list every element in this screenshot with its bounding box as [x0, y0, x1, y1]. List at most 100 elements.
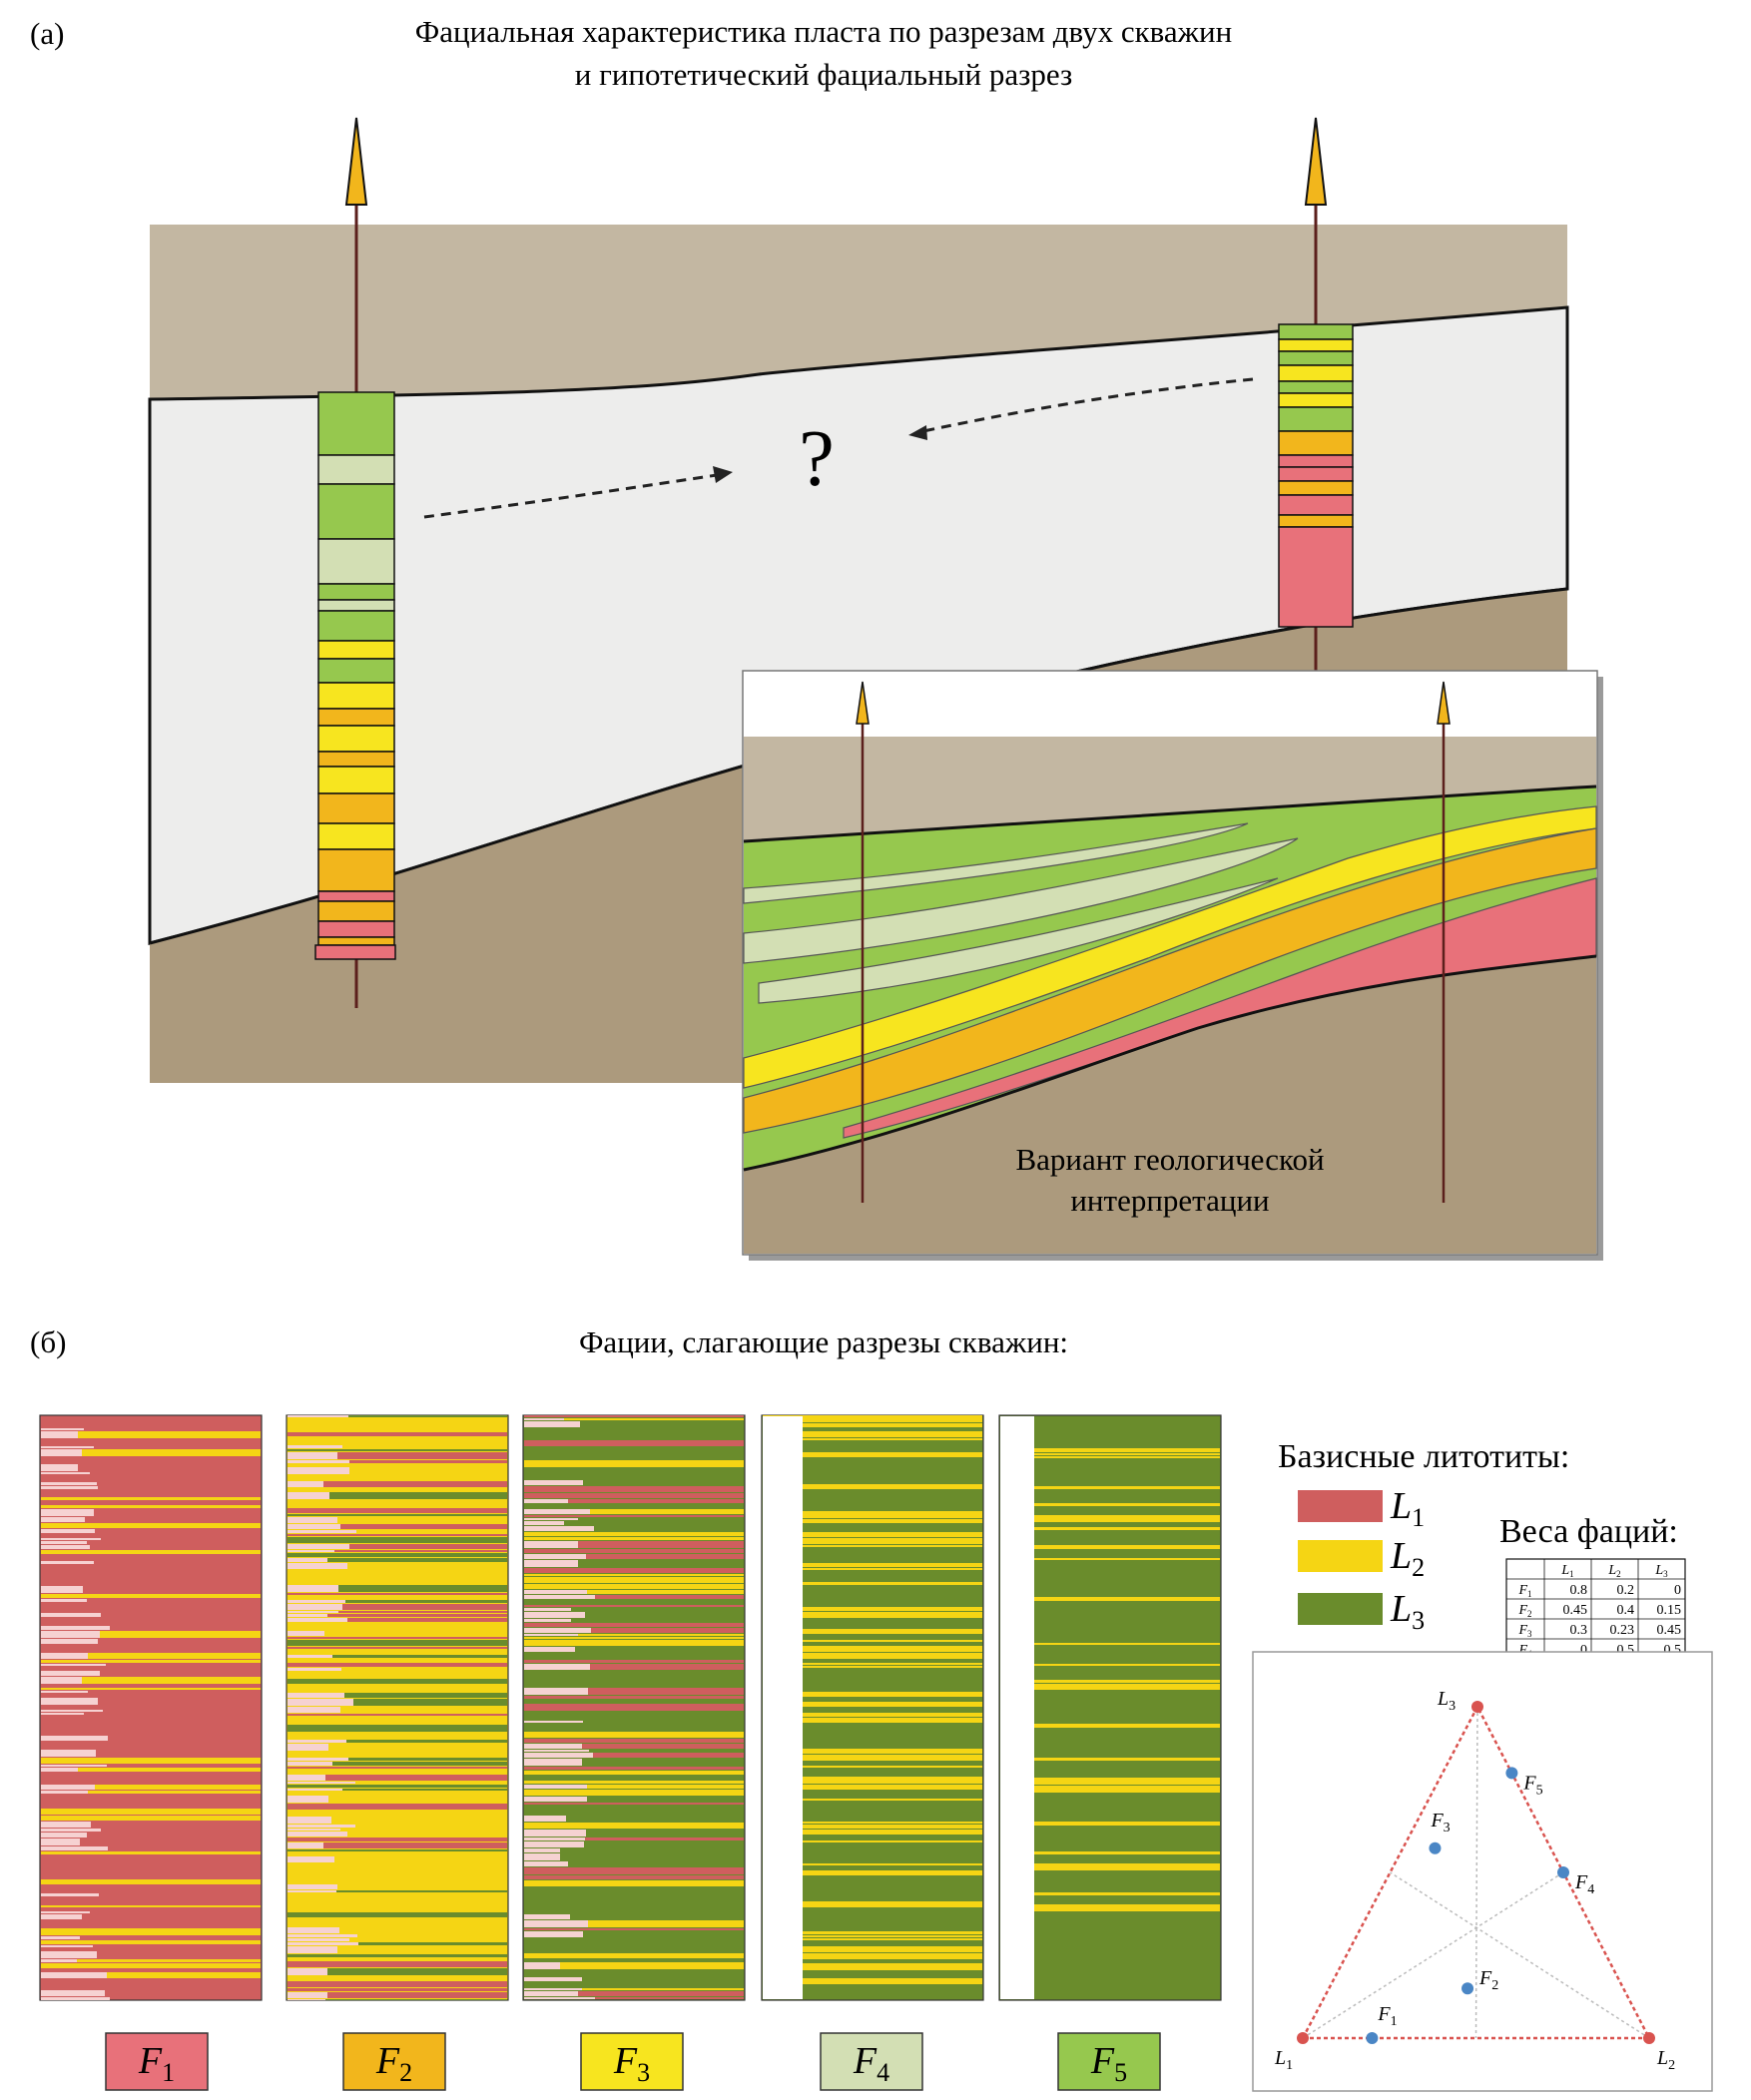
log-interval — [317, 454, 395, 485]
facies-label-letter: F — [138, 2040, 163, 2082]
log-layer — [288, 1714, 507, 1716]
weights-row-header: F2 — [1517, 1603, 1531, 1619]
log-layer-margin — [288, 1999, 325, 2000]
facies-log-f5 — [998, 1414, 1222, 2001]
facies-legend-item: F2 — [342, 2032, 446, 2091]
log-interval — [1278, 430, 1354, 456]
log-layer — [763, 1766, 982, 1768]
ternary-point-label-letter: F — [1430, 1810, 1444, 1832]
log-layer-margin — [524, 1838, 585, 1840]
log-layer — [288, 1775, 507, 1781]
log-layer — [524, 1640, 744, 1646]
log-layer-margin — [288, 1968, 327, 1975]
log-interval — [317, 658, 395, 684]
log-layer-margin — [288, 1618, 347, 1622]
log-interval — [1278, 526, 1354, 628]
log-layer-margin — [41, 1713, 84, 1715]
log-layer — [1000, 1597, 1220, 1601]
log-layer-margin — [288, 1631, 324, 1636]
log-background — [998, 1414, 1222, 2001]
log-layer — [524, 1623, 744, 1627]
log-layer-margin — [524, 1619, 571, 1622]
log-layer — [524, 1997, 744, 1999]
panel-a-title-line2: и гипотетический фациальный разрез — [575, 57, 1072, 92]
log-layer-margin — [524, 1721, 583, 1723]
log-layer-margin — [288, 1796, 328, 1803]
log-layer-margin — [524, 1518, 578, 1520]
log-layer — [524, 1753, 744, 1758]
log-layer — [1000, 1643, 1220, 1645]
log-interval — [317, 708, 395, 727]
ternary-facies-point — [1461, 1982, 1474, 1995]
log-layer-margin — [524, 1816, 566, 1822]
log-layer-margin — [41, 1586, 83, 1593]
log-layer-margin — [288, 1415, 348, 1417]
log-layer — [524, 1838, 744, 1840]
log-layer — [524, 1486, 744, 1492]
weights-cell: 0.23 — [1610, 1623, 1635, 1638]
log-layer — [763, 1666, 982, 1668]
log-layer-margin — [288, 1693, 344, 1698]
log-interval — [317, 792, 395, 824]
lithotype-label-letter: L — [1390, 1485, 1412, 1527]
log-layer-margin — [524, 1612, 585, 1618]
ternary-vertex-label: L1 — [1274, 2047, 1293, 2073]
log-layer-margin — [288, 1611, 338, 1613]
log-interval — [317, 483, 395, 540]
log-interval — [1278, 350, 1354, 366]
well-left-column — [314, 391, 396, 960]
log-layer — [288, 1767, 507, 1769]
weights-row-header-letter: F — [1517, 1623, 1527, 1638]
log-layer-margin — [288, 1762, 332, 1766]
log-layer — [763, 1870, 982, 1875]
log-layer — [524, 1499, 744, 1503]
log-layer-margin — [524, 1608, 571, 1611]
log-layer — [288, 1693, 507, 1698]
facies-label-subscript: 4 — [876, 2058, 889, 2087]
log-layer-margin — [41, 1972, 107, 1978]
log-layer — [41, 1963, 261, 1968]
facies-label-letter: F — [375, 2040, 400, 2082]
inset-facies-f4-band — [743, 822, 1249, 904]
log-layer — [763, 1511, 982, 1518]
facies-swatch — [820, 2032, 923, 2091]
log-layer-margin — [288, 1817, 331, 1824]
log-layer-margin — [288, 1789, 342, 1791]
log-layer-margin — [41, 1833, 87, 1838]
log-layer — [288, 1492, 507, 1499]
log-layer-margin — [524, 1664, 590, 1670]
log-layer-margin — [524, 1744, 582, 1749]
log-interval — [317, 890, 395, 902]
lithotype-swatch — [1298, 1490, 1383, 1522]
log-layer — [524, 1584, 744, 1589]
log-layer-margin — [524, 1861, 568, 1866]
log-layer — [1000, 1453, 1220, 1455]
log-layer — [524, 1605, 744, 1607]
log-layer — [41, 1972, 261, 1978]
log-layer — [288, 1415, 507, 1417]
ternary-vertex-label: L3 — [1437, 1688, 1456, 1714]
log-layer — [524, 1628, 744, 1633]
facies-swatch — [105, 2032, 209, 2091]
log-layer — [1000, 1786, 1220, 1793]
log-layer — [288, 1537, 507, 1543]
ternary-point-label-letter: F — [1574, 1871, 1588, 1893]
log-layer — [1000, 1503, 1220, 1506]
log-layer — [41, 1550, 261, 1554]
log-layer — [524, 1595, 744, 1599]
lithotype-legend-item: L1 — [1298, 1485, 1425, 1532]
inset-facies-f4-band — [743, 837, 1299, 964]
log-margin — [763, 1416, 803, 1999]
log-layer-margin — [524, 1418, 564, 1420]
log-layer — [288, 1452, 507, 1459]
log-layer-margin — [41, 1914, 82, 1919]
log-layer-margin — [41, 1428, 84, 1430]
weights-column-header: L1 — [1560, 1563, 1573, 1579]
log-layer-margin — [41, 1664, 106, 1666]
log-interval — [317, 900, 395, 922]
log-layer-margin — [288, 1842, 323, 1848]
weights-cell: 0.4 — [1617, 1603, 1635, 1618]
log-layer-margin — [288, 1530, 356, 1533]
log-layer — [288, 1508, 507, 1513]
inset-reservoir-base — [743, 954, 1597, 1172]
